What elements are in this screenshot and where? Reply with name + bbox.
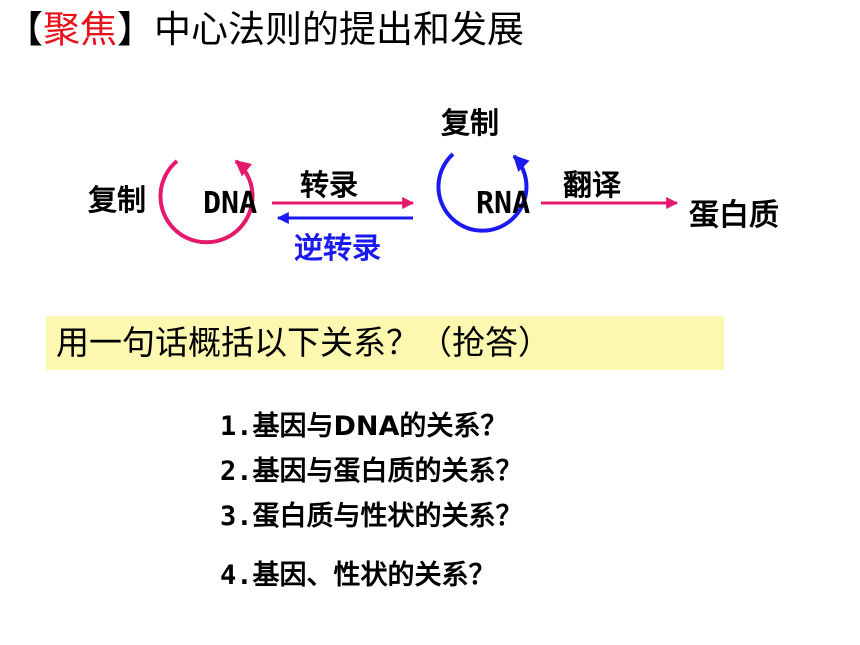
question-item: 2.基因与蛋白质的关系？	[220, 449, 523, 494]
title-open-bracket: 【	[6, 8, 43, 51]
rna-replication-label: 复制	[441, 106, 500, 140]
question-item: 1.基因与DNA的关系？	[220, 404, 523, 449]
page-title: 【聚焦】中心法则的提出和发展	[6, 4, 524, 56]
rna-replication-loop	[436, 152, 530, 233]
protein-label: 蛋白质	[689, 198, 779, 233]
dna-label: DNA	[203, 186, 258, 221]
question-item: 4.基因、性状的关系？	[220, 553, 523, 598]
rna-label: RNA	[476, 186, 531, 221]
question-number: 4.	[220, 560, 253, 591]
prompt-text: 用一句话概括以下关系？（抢答）	[56, 323, 551, 362]
question-text: 基因、性状的关系？	[252, 560, 496, 591]
central-dogma-diagram	[158, 152, 679, 245]
question-text: 基因与蛋白质的关系？	[252, 456, 523, 487]
dna-replication-loop	[158, 159, 255, 245]
question-text: 基因与DNA的关系？	[252, 411, 508, 442]
question-text: 蛋白质与性状的关系？	[252, 501, 523, 532]
question-list: 1.基因与DNA的关系？ 2.基因与蛋白质的关系？ 3.蛋白质与性状的关系？ 4…	[220, 404, 523, 598]
question-item: 3.蛋白质与性状的关系？	[220, 494, 523, 539]
transcription-label: 转录	[300, 168, 359, 202]
title-close-bracket: 】	[117, 8, 154, 51]
title-text: 中心法则的提出和发展	[154, 8, 524, 51]
title-keyword: 聚焦	[43, 8, 117, 51]
translation-label: 翻译	[563, 168, 622, 202]
question-number: 2.	[220, 456, 253, 487]
reverse-transcription-label: 逆转录	[294, 231, 382, 265]
question-number: 3.	[220, 501, 253, 532]
question-number: 1.	[220, 411, 253, 442]
dna-replication-label: 复制	[88, 183, 147, 217]
prompt-box: 用一句话概括以下关系？（抢答）	[46, 316, 724, 370]
